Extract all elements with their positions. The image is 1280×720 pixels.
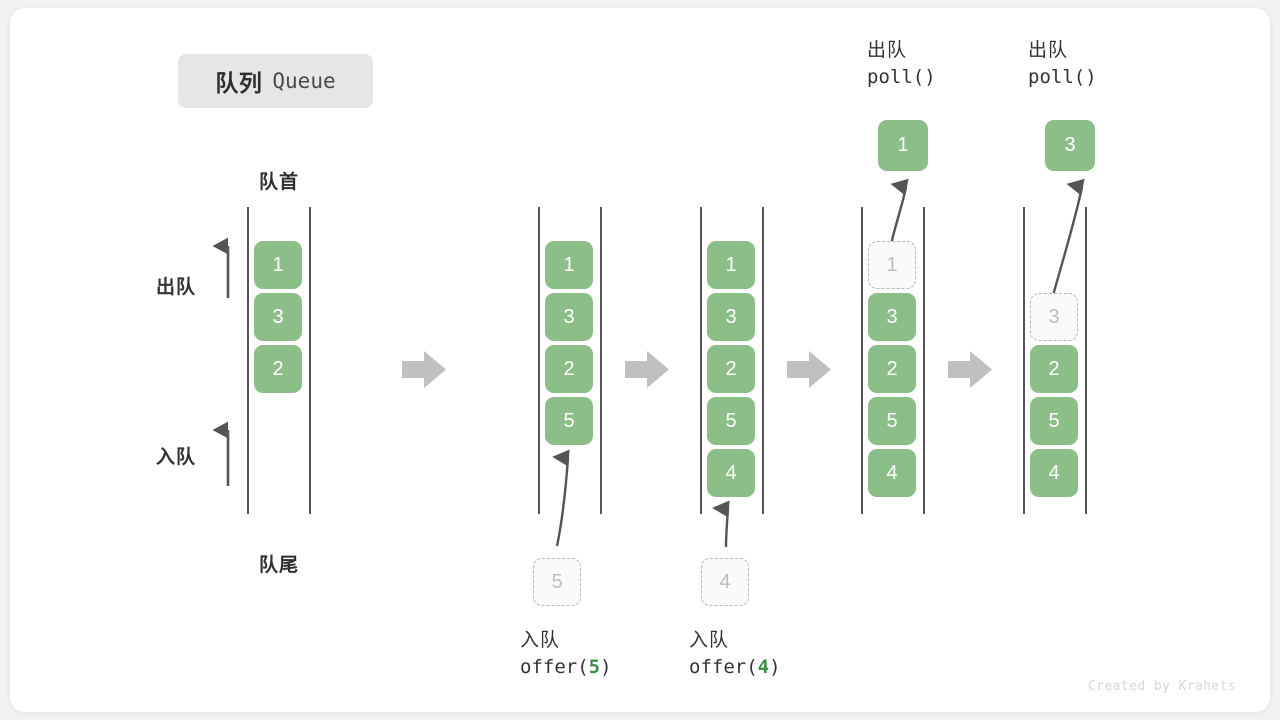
- poll-3-eject-arrow-icon: [1050, 178, 1085, 300]
- title-badge: 队列 Queue: [178, 54, 373, 108]
- poll-1-label-cn: 出队: [867, 40, 908, 61]
- diagram-card: 队列 Queue 队首 队尾 出队 入队 1 3 2: [9, 7, 1271, 713]
- queue-cell: 5: [1030, 397, 1078, 445]
- queue-cell: 1: [545, 241, 593, 289]
- step-arrow-icon: [787, 351, 831, 388]
- offer-4-code: offer(4): [689, 656, 781, 679]
- title-en: Queue: [272, 69, 336, 93]
- poll-1-caption: 出队 poll(): [867, 38, 936, 90]
- enqueue-direction-arrow-icon: [212, 421, 230, 486]
- queue-cell: 1: [707, 241, 755, 289]
- queue-cell: 1: [254, 241, 302, 289]
- queue-cell: 4: [868, 449, 916, 497]
- poll-3-caption: 出队 poll(): [1028, 38, 1097, 90]
- queue-rail-right: [762, 207, 764, 514]
- queue-cell: 2: [545, 345, 593, 393]
- queue-rail-left: [861, 207, 863, 514]
- popped-element-3: 3: [1045, 120, 1095, 171]
- queue-cell: 3: [545, 293, 593, 341]
- offer-4-label-cn: 入队: [689, 630, 730, 651]
- offer-5-label-cn: 入队: [520, 630, 561, 651]
- queue-rail-right: [1085, 207, 1087, 514]
- queue-cell: 2: [707, 345, 755, 393]
- poll-3-label-cn: 出队: [1028, 40, 1069, 61]
- queue-cell-removed: 1: [868, 241, 916, 289]
- step-arrow-icon: [948, 351, 992, 388]
- step-arrow-icon: [625, 351, 669, 388]
- enqueue-direction-label: 入队: [156, 447, 197, 468]
- poll-3-code: poll(): [1028, 66, 1097, 89]
- offer-4-caption: 入队 offer(4): [689, 628, 781, 680]
- queue-cell: 2: [254, 345, 302, 393]
- pending-element-5: 5: [533, 558, 581, 606]
- popped-element-1: 1: [878, 120, 928, 171]
- queue-cell: 4: [1030, 449, 1078, 497]
- queue-rail-left: [1023, 207, 1025, 514]
- queue-cell: 3: [254, 293, 302, 341]
- dequeue-direction-arrow-icon: [212, 237, 230, 298]
- queue-rail-left: [538, 207, 540, 514]
- queue-rail-right: [923, 207, 925, 514]
- pending-element-4: 4: [701, 558, 749, 606]
- queue-cell: 2: [1030, 345, 1078, 393]
- queue-rail-left: [247, 207, 249, 514]
- queue-head-caption: 队首: [258, 172, 299, 193]
- offer-4-insert-arrow-icon: [712, 500, 730, 548]
- queue-rail-right: [600, 207, 602, 514]
- dequeue-direction-label: 出队: [156, 277, 197, 298]
- offer-5-code: offer(5): [520, 656, 612, 679]
- step-arrow-icon: [402, 351, 446, 388]
- poll-1-code: poll(): [867, 66, 936, 89]
- title-cn: 队列: [215, 70, 263, 96]
- queue-cell-new: 5: [545, 397, 593, 445]
- offer-5-caption: 入队 offer(5): [520, 628, 612, 680]
- queue-cell: 5: [868, 397, 916, 445]
- queue-cell: 2: [868, 345, 916, 393]
- queue-cell: 5: [707, 397, 755, 445]
- queue-tail-caption: 队尾: [258, 555, 299, 576]
- queue-rail-left: [700, 207, 702, 514]
- queue-cell: 3: [707, 293, 755, 341]
- queue-rail-right: [309, 207, 311, 514]
- queue-cell-new: 4: [707, 449, 755, 497]
- offer-5-insert-arrow-icon: [552, 449, 570, 547]
- queue-cell: 3: [868, 293, 916, 341]
- credit-label: Created by Krahets: [1088, 679, 1237, 694]
- queue-cell-removed: 3: [1030, 293, 1078, 341]
